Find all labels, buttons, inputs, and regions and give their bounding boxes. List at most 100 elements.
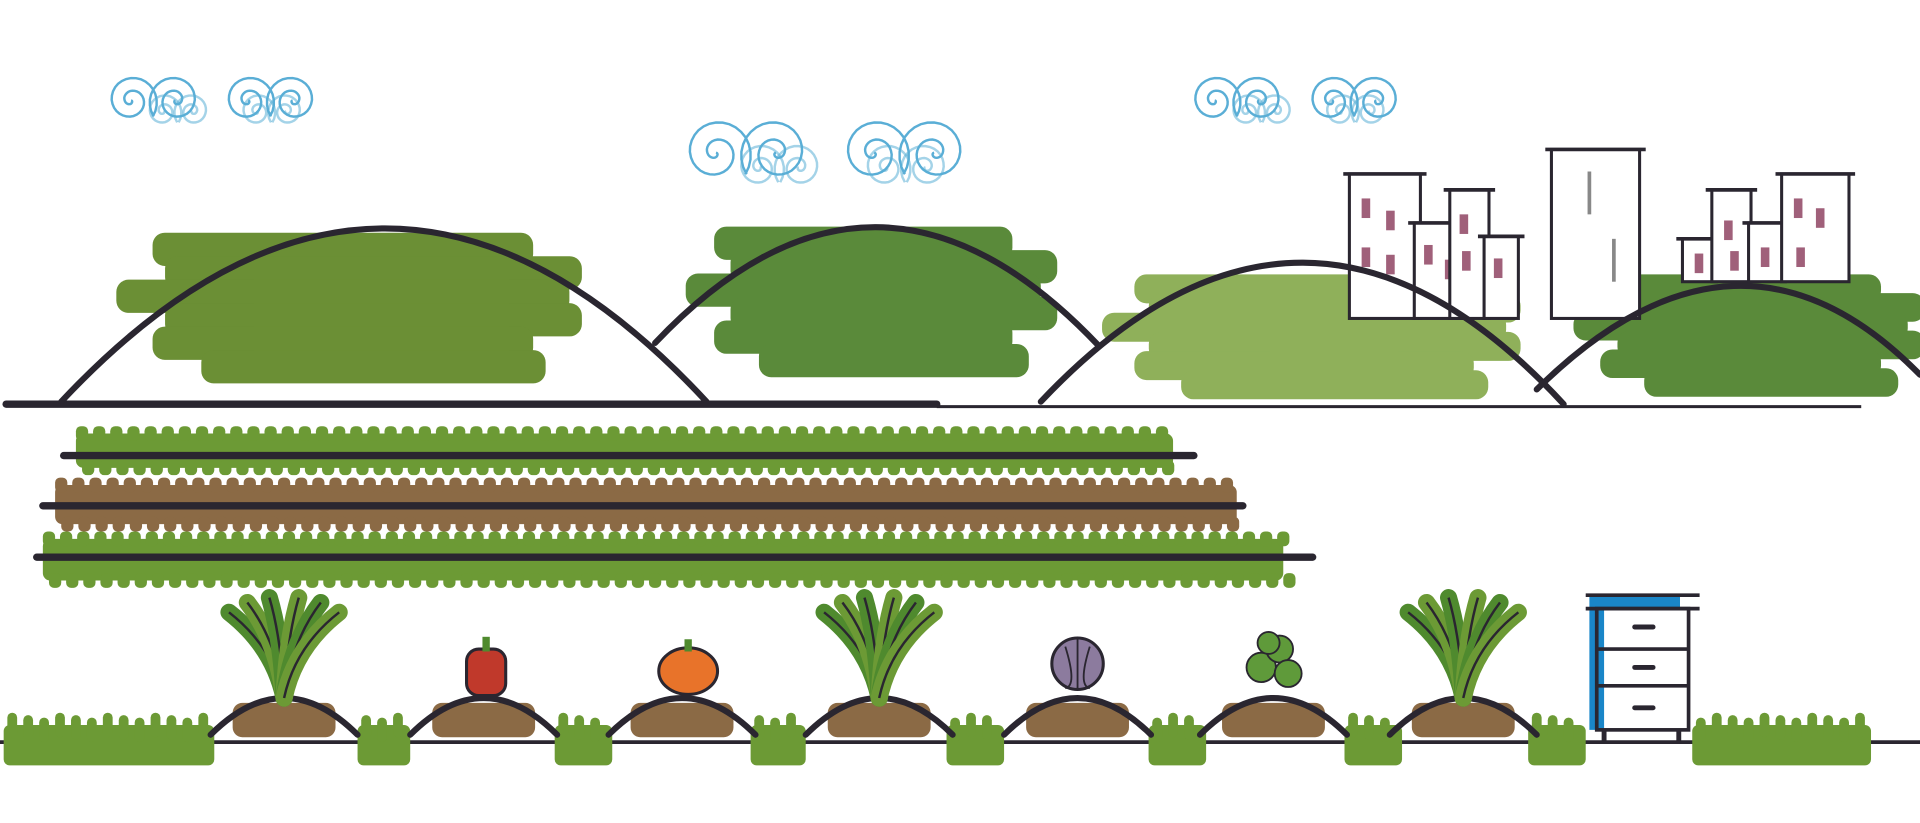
crop-tuft xyxy=(809,477,822,493)
crop-tuft xyxy=(767,460,780,476)
crop-tuft xyxy=(625,531,638,547)
crop-tuft xyxy=(728,531,741,547)
crop-tuft xyxy=(157,477,171,493)
crop-tuft xyxy=(912,477,925,493)
crop-tuft xyxy=(339,460,352,476)
crop-tuft xyxy=(437,531,450,547)
crop-tuft xyxy=(815,516,828,532)
crop-tuft xyxy=(232,516,245,532)
cloud-swirl xyxy=(1232,94,1267,124)
crop-tuft xyxy=(197,531,210,547)
crop-tuft xyxy=(1043,573,1056,588)
crop-tuft xyxy=(1260,531,1273,547)
crop-tuft xyxy=(608,531,621,547)
crop-tuft xyxy=(803,573,816,588)
crop-tuft xyxy=(1209,516,1223,532)
crop-tuft xyxy=(470,426,483,441)
crop-tuft xyxy=(220,573,233,588)
crop-tuft xyxy=(1146,573,1159,588)
crop-tuft xyxy=(312,477,325,493)
crop-tuft xyxy=(934,531,947,547)
grass-blade xyxy=(1348,712,1358,738)
crop-tuft xyxy=(904,460,918,476)
crop-tuft xyxy=(75,426,89,441)
cloud xyxy=(688,121,962,184)
crop-tuft xyxy=(997,477,1011,493)
crop-tuft xyxy=(1066,477,1079,493)
cloud-swirl xyxy=(1325,94,1360,124)
crop-tuft xyxy=(820,573,833,588)
building-outline xyxy=(1780,172,1851,284)
leafy-plant xyxy=(220,589,348,707)
crop-tuft xyxy=(60,531,73,547)
crop-tuft xyxy=(301,516,314,532)
crop-tuft xyxy=(786,573,799,588)
crop-tuft xyxy=(315,426,329,441)
grass-blade xyxy=(1791,717,1802,743)
crop-tuft xyxy=(658,426,672,441)
crop-tuft xyxy=(745,531,758,547)
crop-tuft xyxy=(540,531,553,547)
soil-mound xyxy=(1001,694,1155,738)
crop-tuft xyxy=(870,460,883,476)
crop-tuft xyxy=(1024,460,1038,476)
crop-tuft xyxy=(1248,573,1262,588)
crop-tuft xyxy=(123,477,136,493)
crop-tuft xyxy=(500,477,514,493)
crop-tuft xyxy=(775,477,788,493)
mound-arc xyxy=(1196,694,1350,738)
crop-tuft xyxy=(1174,531,1187,547)
crop-tuft xyxy=(1054,531,1067,547)
crop-tuft xyxy=(682,460,695,476)
crop-tuft xyxy=(831,531,844,547)
crop-tuft xyxy=(404,516,417,532)
crop-tuft xyxy=(1038,516,1051,532)
crop-tuft xyxy=(323,573,336,588)
crop-tuft xyxy=(969,516,983,532)
grass-blade xyxy=(1727,715,1738,740)
crop-tuft xyxy=(385,531,398,547)
crop-tuft xyxy=(95,516,108,532)
crop-tuft xyxy=(546,573,559,588)
crop-tuft xyxy=(213,426,226,441)
crop-tuft xyxy=(1042,460,1055,476)
crop-tuft xyxy=(1007,460,1020,476)
crop-tuft xyxy=(624,426,637,441)
crop-tuft xyxy=(1186,477,1199,493)
grass-blade xyxy=(39,717,49,743)
crop-tuft xyxy=(243,477,256,493)
cloud-swirl xyxy=(1256,94,1291,124)
crop-tuft xyxy=(151,573,165,588)
crop-tuft xyxy=(573,426,586,441)
crop-tuft xyxy=(1037,531,1050,547)
crop-tuft xyxy=(78,516,91,532)
crop-tuft xyxy=(826,477,839,493)
crop-tuft xyxy=(454,531,467,547)
soil xyxy=(1222,702,1325,738)
crop-tuft xyxy=(562,460,575,476)
grass xyxy=(1528,712,1586,766)
crop-tuft xyxy=(1035,426,1049,441)
crop-tuft xyxy=(418,426,432,441)
crop-tuft xyxy=(391,573,405,588)
grass-blade xyxy=(1563,717,1574,743)
crop-tuft xyxy=(734,573,747,588)
building xyxy=(1477,234,1525,320)
window xyxy=(1386,210,1395,231)
crop-tuft xyxy=(973,460,986,476)
beehive xyxy=(1585,593,1700,743)
crop-tuft xyxy=(106,477,119,493)
window xyxy=(1386,254,1395,275)
crop-tuft xyxy=(99,460,112,476)
grass-blade xyxy=(361,715,372,740)
crop-tuft xyxy=(877,477,891,493)
crop-tuft xyxy=(1124,516,1137,532)
crop-tuft xyxy=(764,516,777,532)
crop-tuft xyxy=(678,516,691,532)
crop-tuft xyxy=(849,516,863,532)
cloud-swirl xyxy=(740,144,786,184)
crop-tuft xyxy=(524,516,537,532)
crop-tuft xyxy=(48,573,62,588)
crop-tuft xyxy=(974,573,987,588)
crop-tuft xyxy=(781,516,794,532)
